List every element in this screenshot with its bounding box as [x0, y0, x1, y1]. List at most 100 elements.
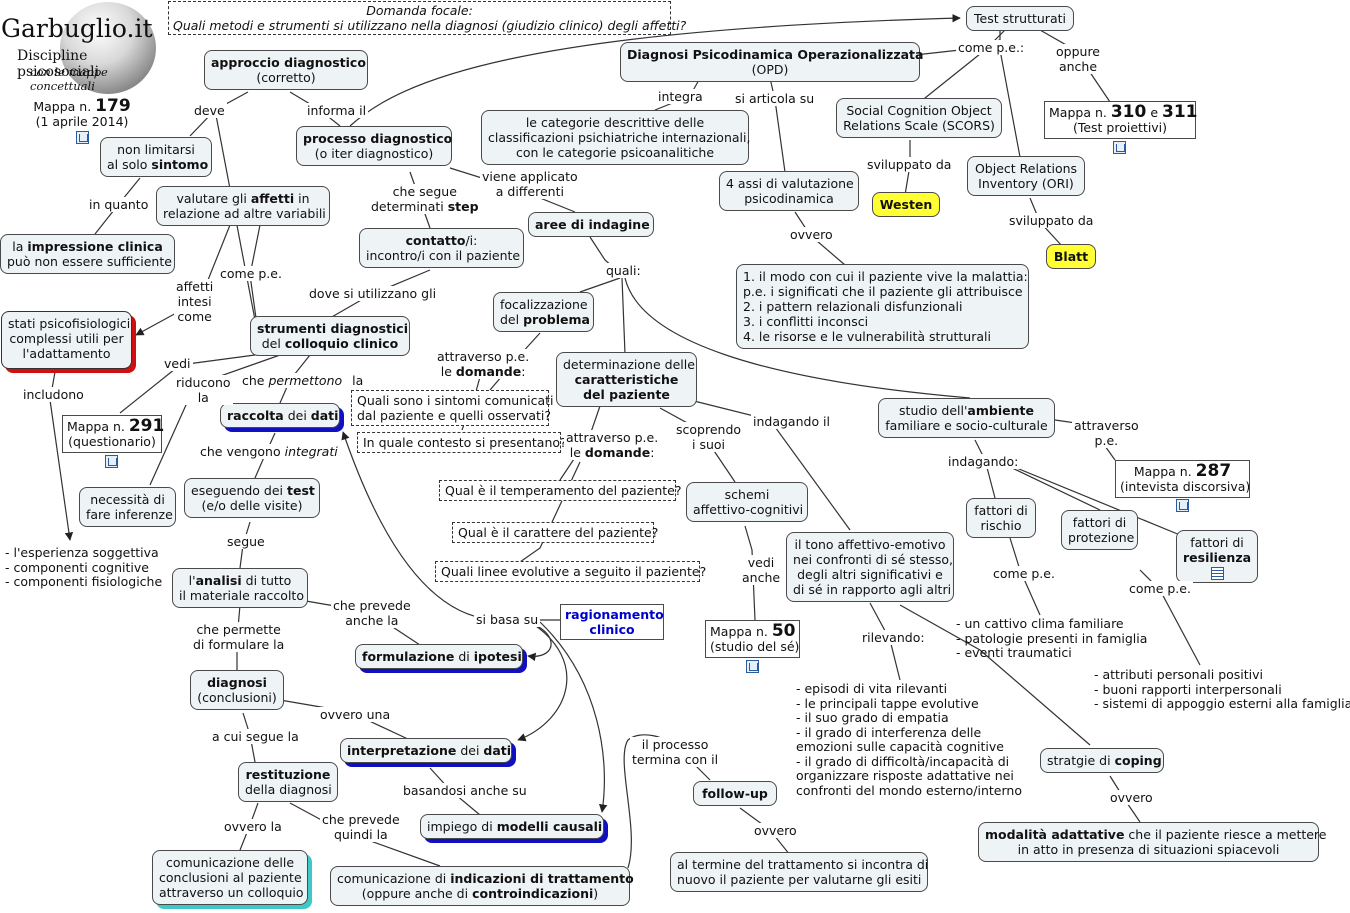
link-label: attraverso p.e.le domande: [435, 349, 532, 379]
link-label: che vengono integrati [198, 444, 340, 459]
question-temperamento: Qual è il temperamento del paziente? [439, 480, 682, 501]
link-label: sviluppato da [865, 157, 954, 172]
link-label: si basa su [474, 612, 541, 627]
list-rischio: - un cattivo clima familiare - patologie… [956, 616, 1148, 660]
node-comunicazione-indicazioni[interactable]: comunicazione di indicazioni di trattame… [330, 866, 634, 906]
node-processo-diagnostico[interactable]: processo diagnostico(o iter diagnostico) [296, 126, 452, 166]
map-number: Mappa n. 179 (1 aprile 2014) [32, 98, 132, 144]
node-non-limitarsi[interactable]: non limitarsi al solo sintomo [100, 137, 212, 177]
link-label: ovvero una [318, 707, 393, 722]
node-raccolta-dati[interactable]: raccolta dei dati [220, 403, 340, 428]
link-label: a cui segue la [210, 729, 301, 744]
node-focalizzazione-problema[interactable]: focalizzazione del problema [493, 292, 594, 332]
node-approccio-diagnostico[interactable]: approccio diagnostico(corretto) [204, 50, 368, 90]
node-westen[interactable]: Westen [872, 192, 940, 217]
link-label: ovvero [1108, 790, 1155, 805]
focal-question: Domanda focale: Quali metodi e strumenti… [168, 1, 686, 35]
node-follow-up[interactable]: follow-up [693, 781, 777, 806]
link-label: integra [656, 89, 705, 104]
node-termine-trattamento[interactable]: al termine del trattamento si incontra d… [670, 852, 928, 892]
link-label: ovvero [752, 823, 799, 838]
node-contatto[interactable]: contatto/i: incontro/i con il paziente [359, 228, 524, 268]
link-label: che permettono la [240, 373, 366, 388]
node-assi-list[interactable]: 1. il modo con cui il paziente vive la m… [736, 264, 1029, 349]
node-coping[interactable]: stratgie di coping [1040, 748, 1164, 773]
map-link-icon[interactable] [105, 455, 118, 468]
question-carattere: Qual è il carattere del paziente? [452, 522, 658, 543]
node-impressione-clinica[interactable]: la impressione clinica può non essere su… [0, 234, 175, 274]
link-label: si articola su [733, 91, 817, 106]
node-studio-ambiente[interactable]: studio dell'ambiente familiare e socio-c… [878, 398, 1055, 438]
link-label: in quanto [87, 197, 151, 212]
node-eseguendo-test[interactable]: eseguendo dei test (e/o delle visite) [184, 478, 320, 518]
logo-title: Garbuglio.it [1, 14, 153, 43]
map-link-icon[interactable] [1176, 499, 1189, 512]
link-label: dove si utilizzano gli [307, 286, 439, 301]
link-label: come p.e. [991, 566, 1057, 581]
question-contesto: In quale contesto si presentano? [357, 432, 567, 453]
logo-sphere [60, 2, 156, 94]
link-label: informa il [305, 103, 369, 118]
map-link-icon[interactable] [1113, 141, 1126, 154]
link-label: come p.e. [1127, 581, 1193, 596]
link-label: indagando il [751, 414, 833, 429]
list-eventi: - episodi di vita rilevanti - le princip… [796, 681, 1022, 798]
link-label: deve [192, 103, 227, 118]
list-esperienza: - l'esperienza soggettiva - componenti c… [5, 545, 163, 589]
node-strumenti-diagnostici[interactable]: strumenti diagnostici del colloquio clin… [250, 316, 410, 356]
node-opd[interactable]: Diagnosi Psicodinamica Operazionalizzata… [620, 42, 923, 82]
link-label: segue [225, 534, 267, 549]
node-modalita-adattative[interactable]: modalità adattative che il paziente ries… [978, 822, 1327, 862]
link-label: ovvero la [222, 819, 284, 834]
node-diagnosi[interactable]: diagnosi(conclusioni) [190, 670, 284, 710]
link-label: basandosi anche su [401, 783, 529, 798]
node-valutare-affetti[interactable]: valutare gli affetti in relazione ad alt… [156, 186, 330, 226]
link-label: rilevando: [860, 630, 927, 645]
node-mappa-50[interactable]: Mappa n. 50 (studio del sé) [705, 620, 800, 658]
link-label: quali: [604, 263, 643, 278]
node-mappa-287[interactable]: Mappa n. 287 (intevista discorsiva) [1115, 460, 1250, 498]
node-analisi[interactable]: l'analisi di tutto il materiale raccolto [172, 568, 308, 608]
node-mappa-310-311[interactable]: Mappa n. 310 e 311 (Test proiettivi) [1044, 101, 1198, 139]
logo-tagline: con le mappe concettuali [30, 65, 108, 93]
node-determinazione-caratteristiche[interactable]: determinazione delle caratteristiche del… [556, 352, 697, 407]
node-formulazione-ipotesi[interactable]: formulazione di ipotesi [355, 644, 523, 669]
node-blatt[interactable]: Blatt [1046, 244, 1096, 269]
node-aree-indagine[interactable]: aree di indagine [528, 212, 654, 237]
node-interpretazione-dati[interactable]: interpretazione dei dati [340, 738, 512, 763]
link-label: attraverso p.e.le domande: [564, 430, 661, 460]
list-resilienza: - attributi personali positivi - buoni r… [1094, 667, 1350, 711]
node-mappa-291[interactable]: Mappa n. 291 (questionario) [62, 415, 164, 453]
link-label: indagando: [946, 454, 1021, 469]
map-link-icon[interactable] [75, 131, 89, 144]
node-impiego-modelli[interactable]: impiego di modelli causali [420, 814, 604, 839]
link-label: includono [21, 387, 86, 402]
node-test-strutturati[interactable]: Test strutturati [966, 6, 1074, 31]
document-icon[interactable] [1210, 567, 1224, 580]
map-link-icon[interactable] [746, 660, 759, 673]
